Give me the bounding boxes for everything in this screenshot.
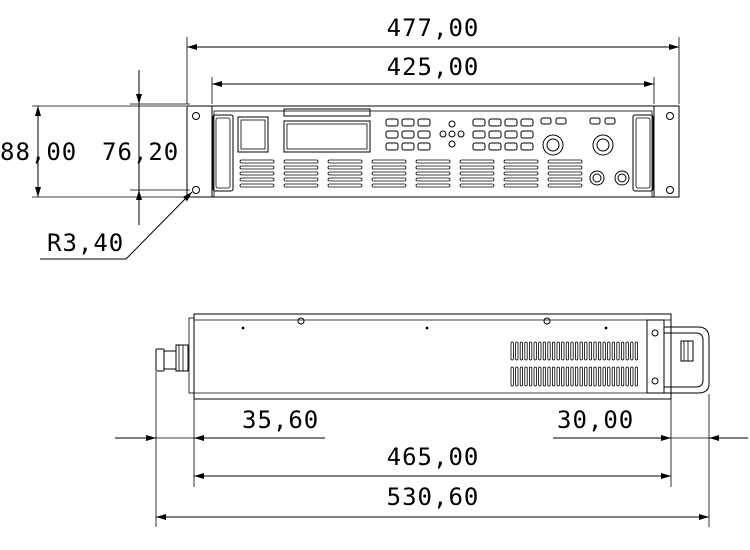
output-terminals [589, 170, 630, 186]
side-screws [241, 317, 608, 330]
keypad-left [385, 118, 431, 151]
keypad-right [472, 118, 534, 151]
front-vent-slots [239, 159, 583, 188]
navigation-pad [439, 120, 465, 148]
side-vent-slots [510, 341, 639, 387]
overall-width-label: 477,00 [387, 14, 480, 42]
side-front-bezel [646, 319, 665, 394]
mounting-holes [192, 112, 674, 194]
rear-connector [155, 344, 189, 372]
height-overall-label: 88,00 [0, 138, 77, 166]
left-front-handle [212, 114, 234, 192]
side-handle [664, 326, 710, 394]
rear-handle-depth-label: 35,60 [242, 406, 319, 434]
right-knob [592, 134, 614, 156]
rack-width-label: 425,00 [387, 53, 480, 81]
body-depth-label: 465,00 [387, 443, 480, 471]
right-front-handle [632, 114, 654, 192]
power-switch [237, 116, 269, 153]
side-view: 35,60 30,00 465,00 530,60 [115, 313, 748, 527]
front-handle-depth-label: 30,00 [557, 406, 634, 434]
height-mount-label: 76,20 [102, 138, 179, 166]
display-slot-top [283, 108, 371, 117]
front-view: 477,00 425,00 [0, 14, 680, 260]
hole-radius-label: R3,40 [47, 229, 124, 257]
total-depth-label: 530,60 [387, 483, 480, 511]
display-window [283, 120, 371, 153]
left-knob [542, 134, 564, 156]
